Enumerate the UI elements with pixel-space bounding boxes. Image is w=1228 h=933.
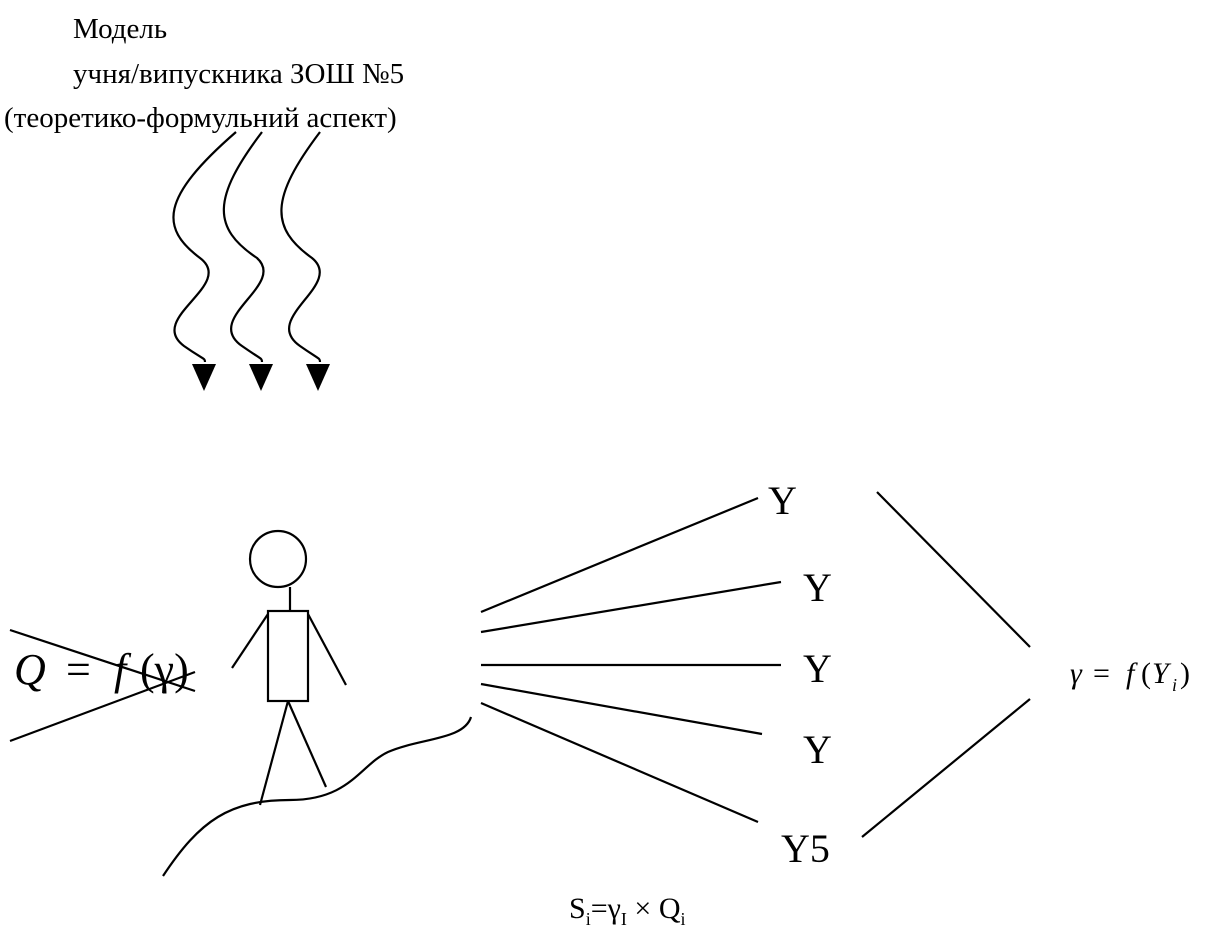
formula-gamma-lhs: γ bbox=[1070, 657, 1083, 690]
figure-left-leg bbox=[258, 700, 290, 806]
arrowhead-1 bbox=[192, 364, 216, 391]
output-label-2: Y bbox=[803, 565, 832, 610]
output-label-5: Y5 bbox=[781, 826, 830, 871]
figure-right-arm bbox=[307, 613, 347, 686]
output-line-1 bbox=[480, 496, 759, 614]
title-line-1: Модель bbox=[73, 13, 167, 45]
formula-q-eq: = bbox=[66, 645, 91, 694]
formula-s-g-sub: I bbox=[621, 909, 627, 929]
formula-s-q-sub: i bbox=[680, 909, 685, 929]
figure-right-leg bbox=[286, 700, 328, 788]
formula-gamma-sub: i bbox=[1172, 675, 1177, 695]
formula-s: Si=γI × Qi bbox=[569, 892, 686, 929]
title-line-2: учня/випускника ЗОШ №5 bbox=[73, 58, 404, 90]
converge-line-bottom bbox=[861, 698, 1031, 838]
arrowhead-2 bbox=[249, 364, 273, 391]
student-figure bbox=[231, 529, 347, 806]
title-line-3: (теоретико-формульний аспект) bbox=[4, 102, 397, 134]
formula-s-times: × bbox=[627, 892, 659, 925]
formula-s-line: Si=γI × Qi bbox=[569, 892, 686, 929]
formula-s-eq: = bbox=[591, 892, 608, 925]
formula-s-s: S bbox=[569, 892, 586, 925]
formula-gamma-f: f bbox=[1126, 657, 1138, 690]
formula-s-s-sub: i bbox=[586, 909, 591, 929]
wavy-arrow-3 bbox=[280, 131, 322, 363]
output-label-4: Y bbox=[803, 727, 832, 772]
output-label-3: Y bbox=[803, 646, 832, 691]
formula-gamma-var: Y bbox=[1152, 657, 1172, 690]
formula-gamma-eq: = bbox=[1093, 657, 1110, 690]
formula-gamma-open: ( bbox=[1141, 657, 1151, 690]
input-line-top bbox=[9, 628, 196, 693]
converge-line-top bbox=[876, 491, 1031, 648]
formula-q: Q = f (γ) bbox=[14, 645, 189, 694]
figure-left-arm bbox=[231, 613, 269, 669]
influence-arrows bbox=[172, 131, 330, 391]
output-lines bbox=[480, 496, 782, 824]
ground-path bbox=[162, 716, 473, 877]
formula-s-q: Q bbox=[659, 892, 681, 925]
output-label-1: Y bbox=[768, 478, 797, 523]
figure-body bbox=[266, 609, 310, 703]
formula-gamma-close: ) bbox=[1180, 657, 1190, 690]
input-line-bottom bbox=[9, 670, 196, 743]
formula-gamma: γ = f ( Y i ) bbox=[1070, 657, 1190, 695]
figure-head bbox=[248, 529, 308, 589]
output-line-2 bbox=[480, 580, 782, 634]
wavy-arrow-1 bbox=[172, 131, 237, 363]
arrowhead-3 bbox=[306, 364, 330, 391]
output-line-4 bbox=[480, 682, 763, 736]
formula-q-lhs: Q bbox=[14, 645, 46, 694]
formula-q-arg: (γ) bbox=[140, 645, 189, 694]
output-line-5 bbox=[480, 701, 759, 824]
formula-s-g: γ bbox=[607, 892, 621, 925]
wavy-arrow-2 bbox=[222, 131, 265, 363]
